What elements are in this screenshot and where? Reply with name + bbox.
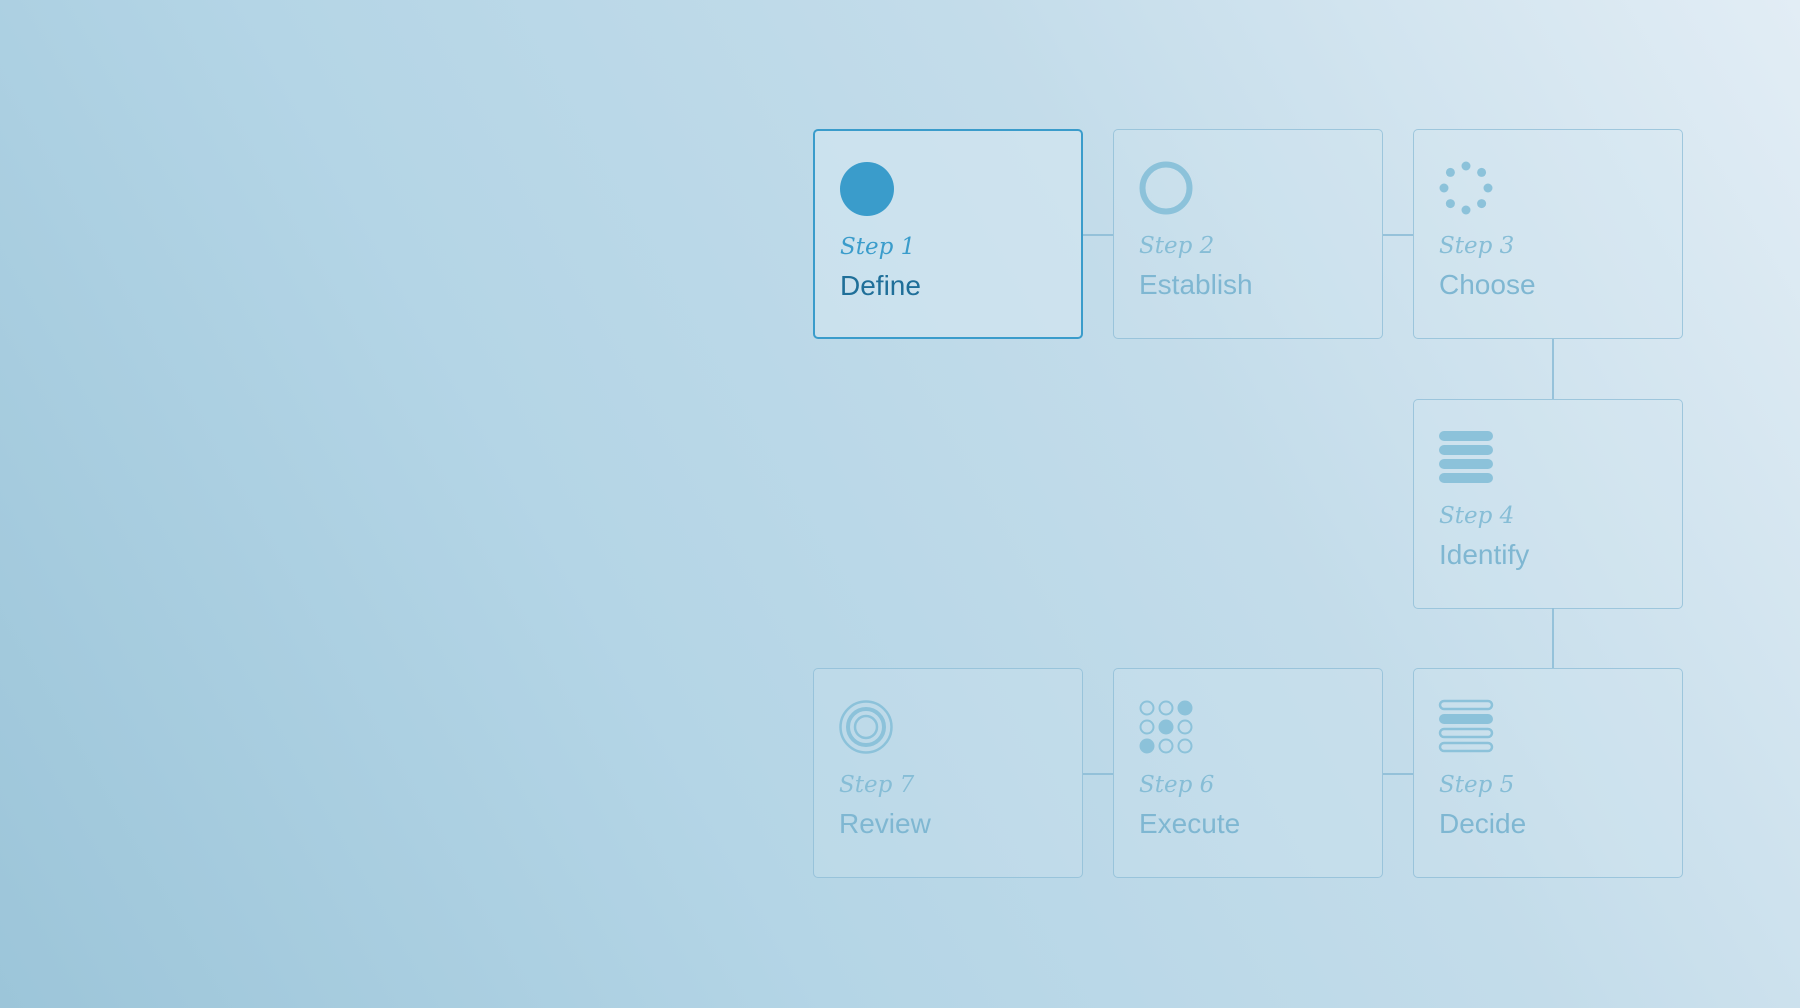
step-name: Decide: [1439, 808, 1527, 839]
step-number: Step 7: [839, 772, 915, 798]
concentric-circles-icon: [838, 699, 894, 755]
step-number: Step 1: [840, 234, 916, 260]
ring-icon: [1138, 160, 1194, 216]
step-name: Define: [840, 270, 921, 301]
connector-step6-step7: [1083, 773, 1113, 775]
connector-step1-step2: [1083, 234, 1113, 236]
filled-circle-icon: [839, 161, 895, 217]
step-card-3[interactable]: Step 3 Choose: [1413, 129, 1683, 339]
stacked-bars-icon: [1438, 430, 1494, 486]
step-number: Step 4: [1439, 503, 1515, 529]
step-name: Identify: [1439, 539, 1530, 570]
connector-step2-step3: [1383, 234, 1413, 236]
step-number: Step 2: [1139, 233, 1215, 259]
step-card-4[interactable]: Step 4 Identify: [1413, 399, 1683, 609]
outlined-bars-icon: [1438, 699, 1494, 755]
step-number: Step 3: [1439, 233, 1515, 259]
step-card-7[interactable]: Step 7 Review: [813, 668, 1083, 878]
step-number: Step 5: [1439, 772, 1515, 798]
step-card-2[interactable]: Step 2 Establish: [1113, 129, 1383, 339]
dot-grid-icon: [1138, 699, 1194, 755]
dotted-circle-icon: [1438, 160, 1494, 216]
step-card-1[interactable]: Step 1 Define: [813, 129, 1083, 339]
connector-step3-step4: [1552, 339, 1554, 399]
step-card-6[interactable]: Step 6 Execute: [1113, 668, 1383, 878]
step-name: Review: [839, 808, 931, 839]
step-name: Execute: [1139, 808, 1241, 839]
step-name: Choose: [1439, 269, 1536, 300]
connector-step5-step6: [1383, 773, 1413, 775]
step-card-5[interactable]: Step 5 Decide: [1413, 668, 1683, 878]
connector-step4-step5: [1552, 608, 1554, 668]
step-name: Establish: [1139, 269, 1253, 300]
step-number: Step 6: [1139, 772, 1215, 798]
